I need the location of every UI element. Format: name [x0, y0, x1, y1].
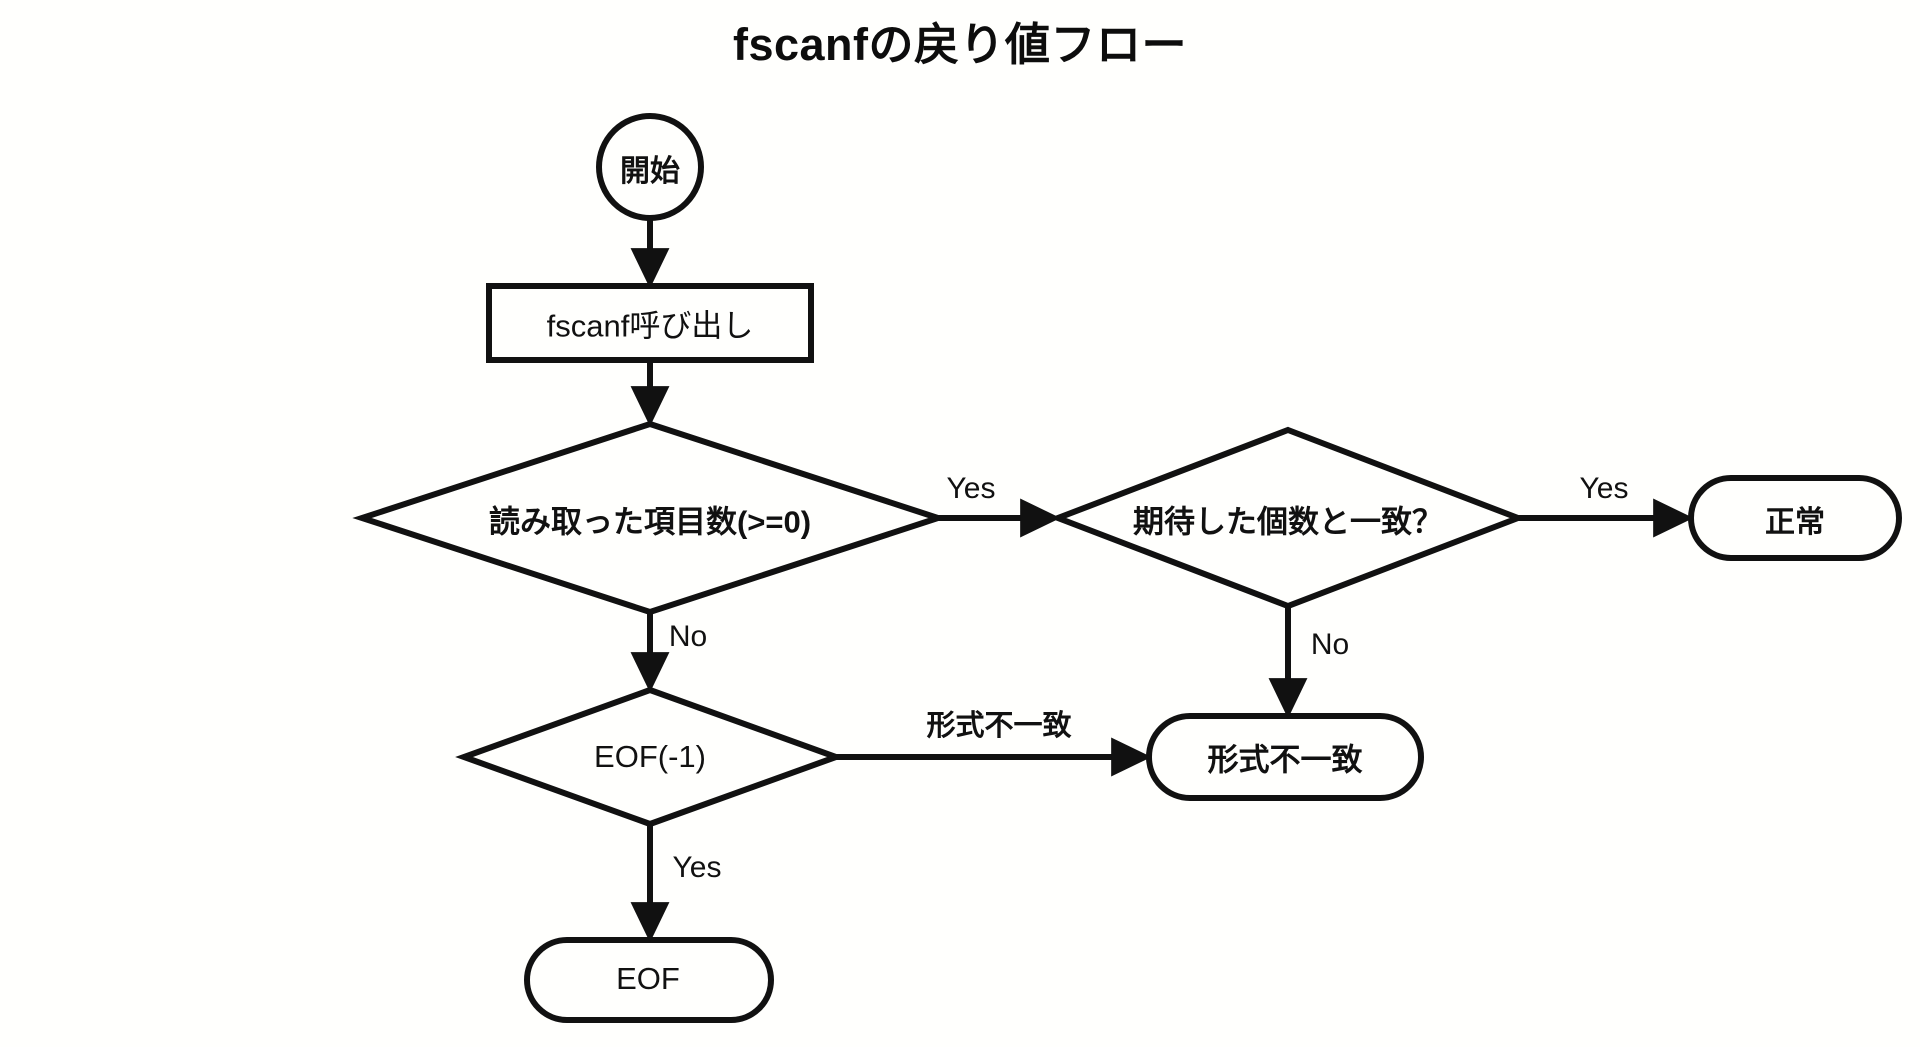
edge-label-count-yes: Yes	[946, 472, 996, 505]
node-dec-eof-label: EOF(-1)	[594, 739, 706, 774]
edge-label-match-yes: Yes	[1579, 472, 1629, 505]
node-dec-match-label: 期待した個数と一致？	[1133, 504, 1443, 540]
page-title: fscanfの戻り値フロー	[732, 19, 1188, 70]
edge-label-count-no: No	[668, 620, 708, 653]
edge-label-eof-yes: Yes	[672, 851, 722, 884]
node-eof-end-label: EOF	[616, 961, 680, 996]
node-start-label: 開始	[620, 155, 680, 188]
node-call-label: fscanf呼び出し	[546, 308, 754, 344]
node-ok-label: 正常	[1765, 506, 1825, 539]
edge-label-eof-format: 形式不一致	[926, 710, 1072, 742]
edge-label-match-no: No	[1310, 628, 1350, 661]
node-mismatch-label: 形式不一致	[1207, 742, 1363, 778]
node-dec-count-label: 読み取った項目数(>=0)	[488, 504, 812, 540]
